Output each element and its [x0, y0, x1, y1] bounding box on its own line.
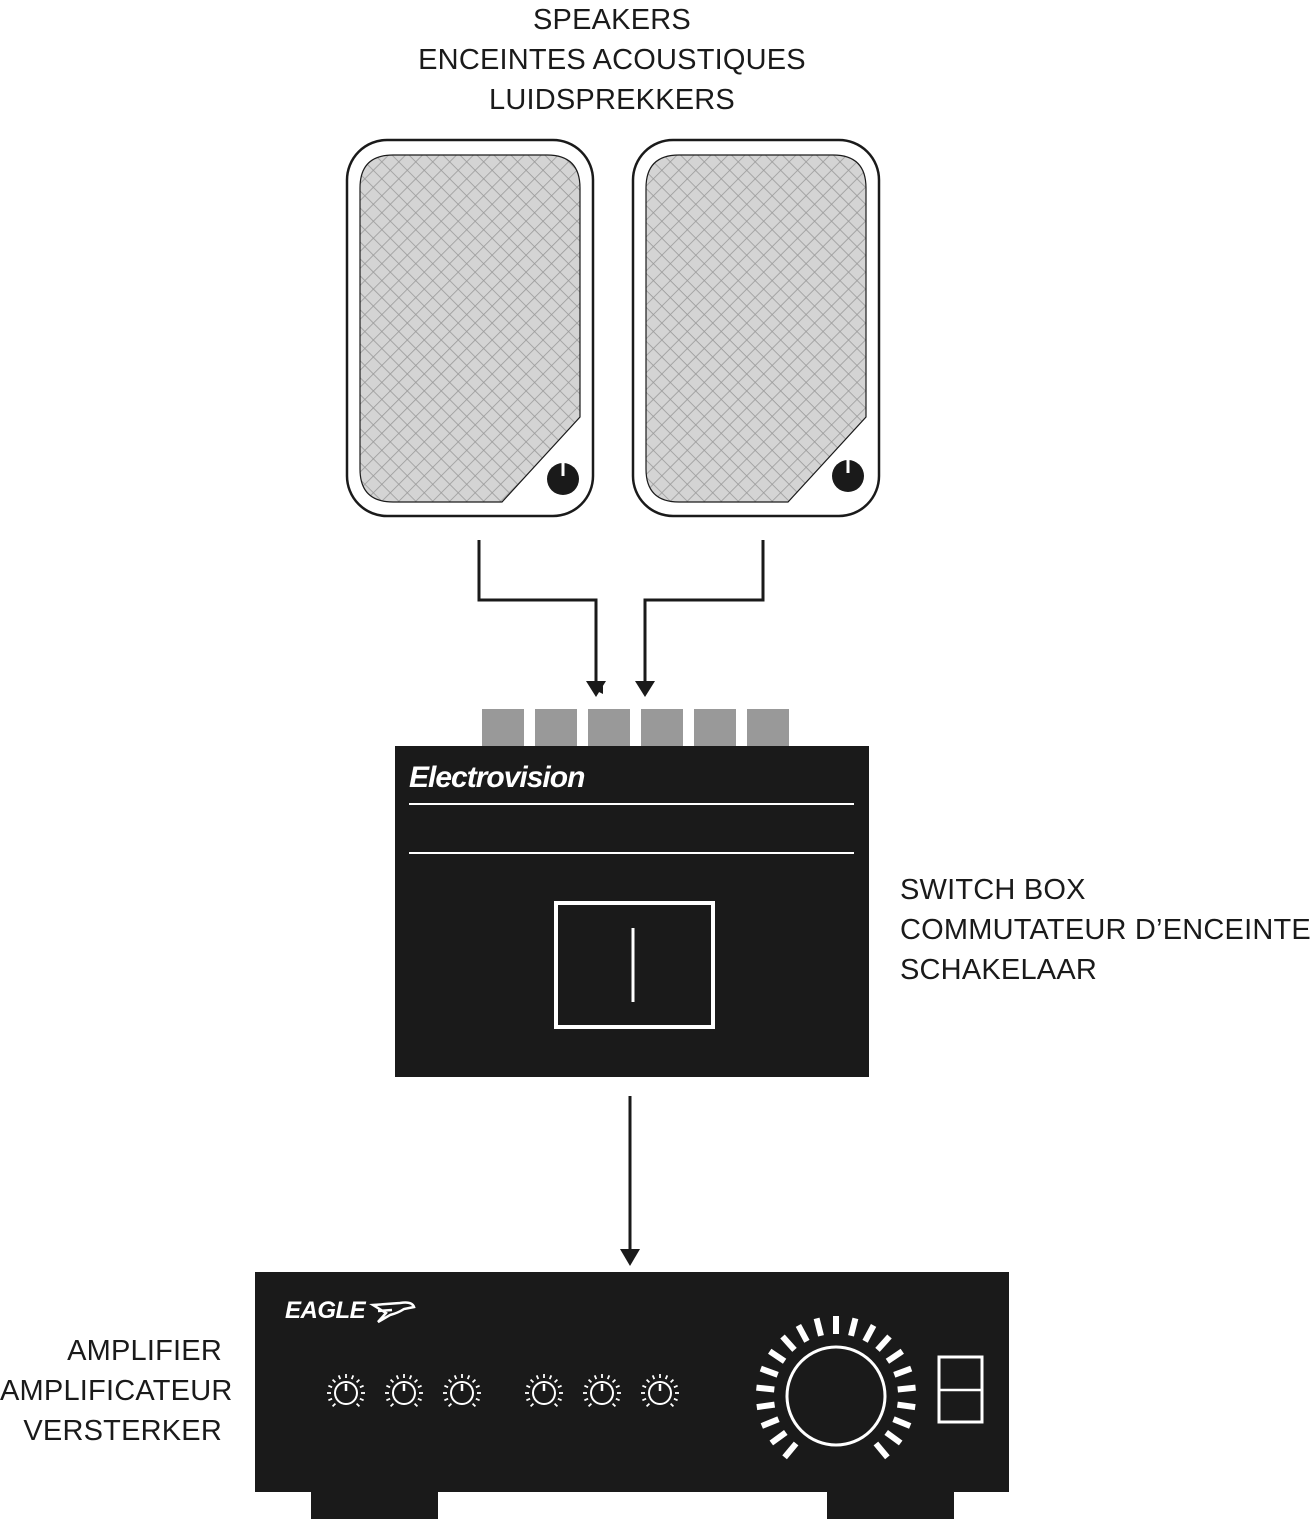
- switch-box-label-line-fr: COMMUTATEUR D’ENCEINTES: [900, 914, 1311, 946]
- speaker-right-volume-knob-icon: [832, 458, 864, 492]
- switch-box-body: [395, 746, 869, 1077]
- switch-box-label-line-nl: SCHAKELAAR: [900, 954, 1098, 986]
- amplifier-small-knob-icon: [443, 1374, 481, 1408]
- speaker-right: [631, 138, 881, 518]
- amplifier-small-knob-icon: [641, 1374, 679, 1408]
- amplifier-label-line-en: AMPLIFIER: [67, 1335, 222, 1367]
- switch-box-brand: Electrovision: [409, 761, 585, 794]
- volume-scale-tick: [896, 1401, 916, 1411]
- speakers-label-line-fr: ENCEINTES ACOUSTIQUES: [418, 44, 806, 76]
- amplifier-brand: EAGLE: [285, 1297, 367, 1324]
- speakers-label: SPEAKERS ENCEINTES ACOUSTIQUES LUIDSPREK…: [0, 0, 1224, 120]
- switch-box: Electrovision: [395, 746, 869, 1077]
- switch-box-terminals: [482, 709, 789, 747]
- arrow-amplifier-icon: [620, 1249, 640, 1266]
- volume-scale-tick: [875, 1334, 892, 1352]
- volume-scale-tick: [795, 1323, 810, 1343]
- volume-scale-tick: [897, 1384, 916, 1393]
- terminal: [694, 709, 736, 747]
- amplifier-label: AMPLIFIER AMPLIFICATEUR VERSTERKER: [0, 1331, 233, 1451]
- switch-box-label: SWITCH BOX COMMUTATEUR D’ENCEINTES SCHAK…: [900, 870, 1311, 990]
- amplifier-volume-knob: [756, 1316, 916, 1460]
- volume-scale-tick: [862, 1323, 877, 1343]
- cable-right-speaker-to-switch: [643, 540, 765, 690]
- volume-scale-tick: [885, 1348, 904, 1364]
- amplifier-small-knob-icon: [525, 1374, 563, 1408]
- volume-scale-tick: [873, 1441, 890, 1460]
- arrow-left-speaker-icon: [586, 681, 606, 697]
- eagle-logo-icon: [369, 1301, 416, 1324]
- switch-box-label-line-en: SWITCH BOX: [900, 874, 1086, 906]
- amplifier-small-knobs: [327, 1374, 679, 1408]
- terminal: [482, 709, 524, 747]
- amplifier-foot-left: [311, 1490, 438, 1519]
- volume-scale-tick: [769, 1429, 788, 1446]
- terminal: [747, 709, 789, 747]
- volume-scale-tick: [756, 1384, 775, 1393]
- speaker-left: [345, 138, 595, 518]
- volume-scale-tick: [893, 1365, 913, 1378]
- amplifier-body: [255, 1272, 1009, 1492]
- speakers-label-line-en: SPEAKERS: [533, 4, 691, 36]
- terminal: [535, 709, 577, 747]
- volume-scale-tick: [760, 1416, 780, 1429]
- terminal: [588, 709, 630, 747]
- cable-left-speaker-to-switch: [477, 540, 603, 694]
- volume-scale-tick: [759, 1365, 779, 1378]
- speakers-label-line-nl: LUIDSPREKKERS: [489, 84, 735, 116]
- volume-knob-dial-icon: [785, 1345, 887, 1447]
- volume-scale-tick: [848, 1317, 859, 1337]
- amplifier-small-knob-icon: [385, 1374, 423, 1408]
- speaker-left-volume-knob-icon: [547, 461, 579, 495]
- amplifier-small-knob-icon: [327, 1374, 365, 1408]
- terminal: [641, 709, 683, 747]
- volume-scale-tick: [813, 1317, 824, 1337]
- switch-box-rocker-switch: [554, 901, 715, 1029]
- volume-scale-tick: [782, 1441, 799, 1460]
- volume-scale-tick: [892, 1416, 912, 1429]
- amplifier-label-line-nl: VERSTERKER: [23, 1415, 222, 1447]
- amplifier: EAGLE: [255, 1272, 1009, 1519]
- volume-scale-tick: [756, 1401, 776, 1411]
- volume-scale-tick: [768, 1348, 787, 1364]
- amplifier-small-knob-icon: [583, 1374, 621, 1408]
- amplifier-foot-right: [827, 1490, 954, 1519]
- amplifier-label-line-fr: AMPLIFICATEUR: [0, 1375, 233, 1407]
- speaker-right-grille: [645, 154, 867, 503]
- speaker-left-grille: [359, 154, 581, 503]
- amplifier-power-switch: [937, 1355, 984, 1424]
- arrow-right-speaker-icon: [635, 681, 655, 697]
- volume-scale-tick: [884, 1429, 903, 1446]
- volume-scale-tick: [780, 1334, 797, 1352]
